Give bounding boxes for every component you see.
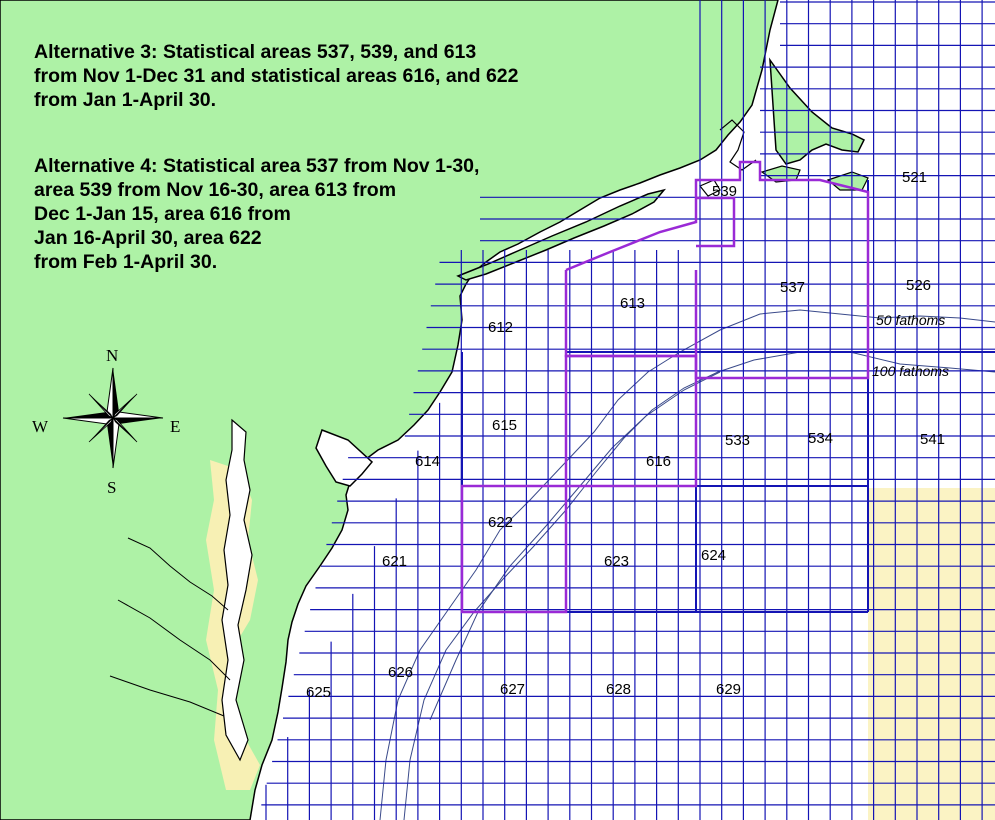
area-616-622-outline xyxy=(460,354,698,614)
area-label-629: 629 xyxy=(716,681,741,698)
potomac-estuary xyxy=(109,537,231,717)
canyon-line xyxy=(429,371,721,721)
area-label-616: 616 xyxy=(646,453,671,470)
area-label-628: 628 xyxy=(606,681,631,698)
area-label-537: 537 xyxy=(780,279,805,296)
compass-south-label: S xyxy=(107,478,116,497)
depth-label-50-fathoms: 50 fathoms xyxy=(876,312,945,328)
area-label-526: 526 xyxy=(906,277,931,294)
grid-lines xyxy=(261,0,995,820)
area-label-621: 621 xyxy=(382,553,407,570)
contour-50-fathoms xyxy=(379,309,995,820)
area-label-612: 612 xyxy=(488,319,513,336)
depth-label-100-fathoms: 100 fathoms xyxy=(872,363,949,379)
area-label-627: 627 xyxy=(500,681,525,698)
area-label-533: 533 xyxy=(725,432,750,449)
alternative-4-line-5: from Feb 1-April 30. xyxy=(34,251,218,273)
area-label-625: 625 xyxy=(306,684,331,701)
area-labels: 521 526 537 539 533 534 541 612 613 614 … xyxy=(306,169,945,701)
cape-cod xyxy=(769,57,866,165)
area-label-622: 622 xyxy=(488,514,513,531)
compass-east-label: E xyxy=(170,417,180,436)
delaware-bay xyxy=(315,429,374,487)
compass-north-label: N xyxy=(106,346,118,365)
alternative-4-note: Alternative 4: Statistical area 537 from… xyxy=(34,154,479,274)
area-label-614: 614 xyxy=(415,453,440,470)
narragansett-coast xyxy=(699,119,757,197)
offshore-shaded-zone xyxy=(868,488,995,820)
alternative-4-line-4: Jan 16-April 30, area 622 xyxy=(34,227,262,249)
alternative-3-line-3: from Jan 1-April 30. xyxy=(34,89,217,111)
area-label-541: 541 xyxy=(920,431,945,448)
alternative-3-note: Alternative 3: Statistical areas 537, 53… xyxy=(34,40,518,112)
alternative-4-line-3: Dec 1-Jan 15, area 616 from xyxy=(34,203,291,225)
alternative-3-line-1: Alternative 3: Statistical areas 537, 53… xyxy=(34,41,477,63)
chesapeake-bay xyxy=(221,418,253,762)
closed-area-outlines xyxy=(460,160,870,614)
area-label-624: 624 xyxy=(701,547,726,564)
alternative-3-line-2: from Nov 1-Dec 31 and statistical areas … xyxy=(34,65,519,87)
compass-west-label: W xyxy=(32,417,49,436)
compass-rose-icon xyxy=(62,367,164,469)
area-label-615: 615 xyxy=(492,417,517,434)
area-label-623: 623 xyxy=(604,553,629,570)
area-label-613: 613 xyxy=(620,295,645,312)
area-label-534: 534 xyxy=(808,430,833,447)
alternative-4-line-1: Alternative 4: Statistical area 537 from… xyxy=(34,155,480,177)
area-label-539: 539 xyxy=(712,183,737,200)
alternative-4-line-2: area 539 from Nov 16-30, area 613 from xyxy=(34,179,397,201)
area-label-626: 626 xyxy=(388,664,413,681)
area-label-521: 521 xyxy=(902,169,927,186)
mainland xyxy=(0,0,779,820)
area-539-inner xyxy=(696,196,736,248)
